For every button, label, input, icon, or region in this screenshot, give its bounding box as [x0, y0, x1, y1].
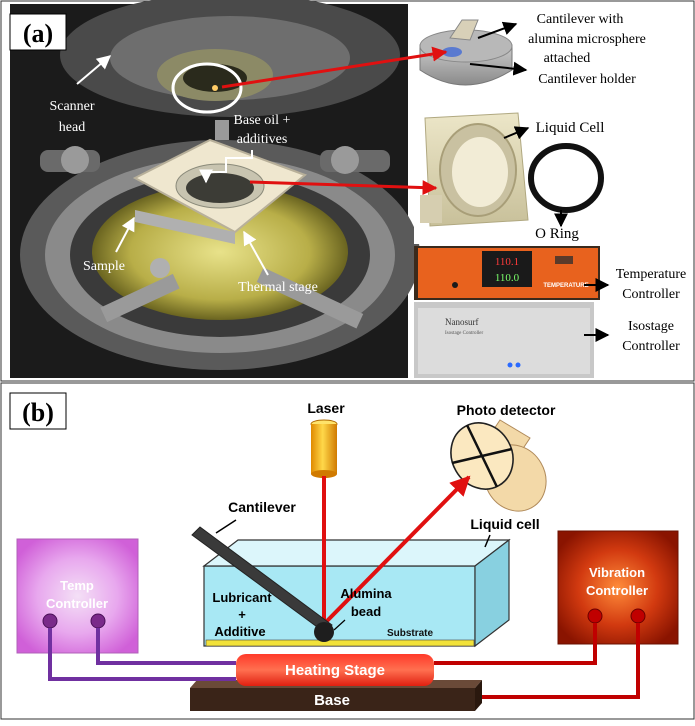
cantilever-label-line3: attached [544, 51, 591, 66]
temp-display-value-2: 110.0 [495, 272, 520, 284]
thermal-stage-arrow [243, 230, 269, 276]
base-oil-label-line1: Base oil + [234, 113, 291, 128]
liquid-cell-label: Liquid Cell [536, 120, 605, 136]
liquid-cell-arrow [503, 126, 530, 140]
cantilever-holder-arrow [469, 61, 528, 76]
alumina-bead-pointer [333, 619, 346, 631]
temp-panel-label: TEMPERATURE [543, 283, 588, 289]
substrate-layer [205, 639, 475, 647]
photo-detector [450, 419, 547, 512]
cantilever-holder-photo [412, 6, 520, 106]
isostage-small-text: Isostage Controller [445, 331, 484, 336]
temp-terminal-left [42, 613, 58, 629]
cantilever-callout-arrow [477, 21, 518, 39]
cantilever-label-line2: alumina microsphere [528, 32, 646, 47]
lubricant-label-line2: + [238, 607, 246, 622]
panel-a: 110.1 110.0 TEMPERATURE Nanosurf Isostag… [0, 0, 695, 382]
lubricant-label-line1: Lubricant [212, 590, 272, 605]
temp-controller-label-line2: Controller [46, 596, 108, 611]
cantilever-pointer [215, 519, 237, 534]
heating-stage-label: Heating Stage [285, 662, 385, 679]
base-label: Base [314, 692, 350, 709]
vibration-wire-outer [482, 623, 640, 699]
cantilever-label-line1: Cantilever with [537, 12, 624, 27]
temperature-controller-label-line2: Controller [622, 287, 680, 302]
temperature-controller-photo: 110.1 110.0 TEMPERATURE [414, 246, 600, 300]
temp-controller-label-line1: Temp [60, 578, 94, 593]
afm-photo [10, 0, 420, 378]
panel-a-label-box [9, 13, 67, 51]
alumina-bead-label-line1: Alumina [340, 586, 392, 601]
cantilever-beam [191, 526, 333, 633]
vibration-terminal-left [587, 608, 603, 624]
cell-connector-arrow [249, 180, 438, 196]
liquid-cell-side [474, 538, 510, 648]
nanosurf-logo-text: Nanosurf [445, 317, 479, 327]
temp-controller-box [16, 538, 139, 654]
laser-label: Laser [307, 400, 345, 416]
vibration-controller-box [557, 530, 679, 645]
laser-emitter-bottom [311, 470, 337, 478]
base-oil-arrow [199, 150, 253, 184]
base-block [190, 688, 475, 711]
laser-emitter [311, 424, 337, 474]
temp-terminal-right [90, 613, 106, 629]
panel-b: (b) Base Heating Stage Substrate Laser P… [0, 382, 695, 720]
vibration-wire-inner [434, 623, 597, 665]
sample-arrow [115, 216, 135, 253]
lubricant-label-line3: Additive [214, 624, 265, 639]
temp-wire-inner [96, 628, 236, 665]
vibration-controller-label-line1: Vibration [589, 565, 645, 580]
laser-beam-reflected [324, 475, 471, 624]
cantilever-holder-label: Cantilever holder [538, 72, 636, 87]
o-ring-label: O Ring [535, 226, 579, 242]
isostage-controller-photo: Nanosurf Isostage Controller [414, 302, 594, 378]
base-side [475, 680, 482, 711]
vibration-terminal-right [630, 608, 646, 624]
photo-detector-label: Photo detector [457, 402, 556, 418]
temperature-controller-label-line1: Temperature [616, 267, 687, 282]
liquid-cell-photo [414, 108, 612, 244]
panel-b-label: (b) [22, 398, 54, 427]
liquid-cell-top [202, 539, 511, 567]
substrate-label: Substrate [387, 628, 434, 639]
temp-wire-outer [48, 628, 236, 681]
o-ring-shape [528, 143, 604, 213]
heating-stage [236, 654, 434, 686]
alumina-bead-label-line2: bead [351, 604, 381, 619]
liquid-cell-pointer [484, 534, 491, 548]
liquid-cell-label-b: Liquid cell [470, 516, 539, 532]
vibration-controller-label-line2: Controller [586, 583, 648, 598]
sample-label: Sample [83, 259, 125, 274]
isostage-controller-label-line1: Isostage [628, 319, 674, 334]
scanner-head-arrow [76, 55, 112, 85]
scanner-head-label-line1: Scanner [49, 99, 94, 114]
isostage-controller-label-line2: Controller [622, 339, 680, 354]
base-oil-label-line2: additives [237, 132, 288, 147]
panel-b-label-box [9, 392, 67, 430]
cantilever-label: Cantilever [228, 499, 296, 515]
scanner-head-label-line2: head [59, 120, 85, 135]
alumina-bead [314, 622, 334, 642]
probe-connector-arrow [221, 46, 448, 89]
thermal-stage-label: Thermal stage [238, 280, 318, 295]
panel-a-label: (a) [23, 19, 53, 48]
temp-display-value-1: 110.1 [495, 256, 519, 268]
